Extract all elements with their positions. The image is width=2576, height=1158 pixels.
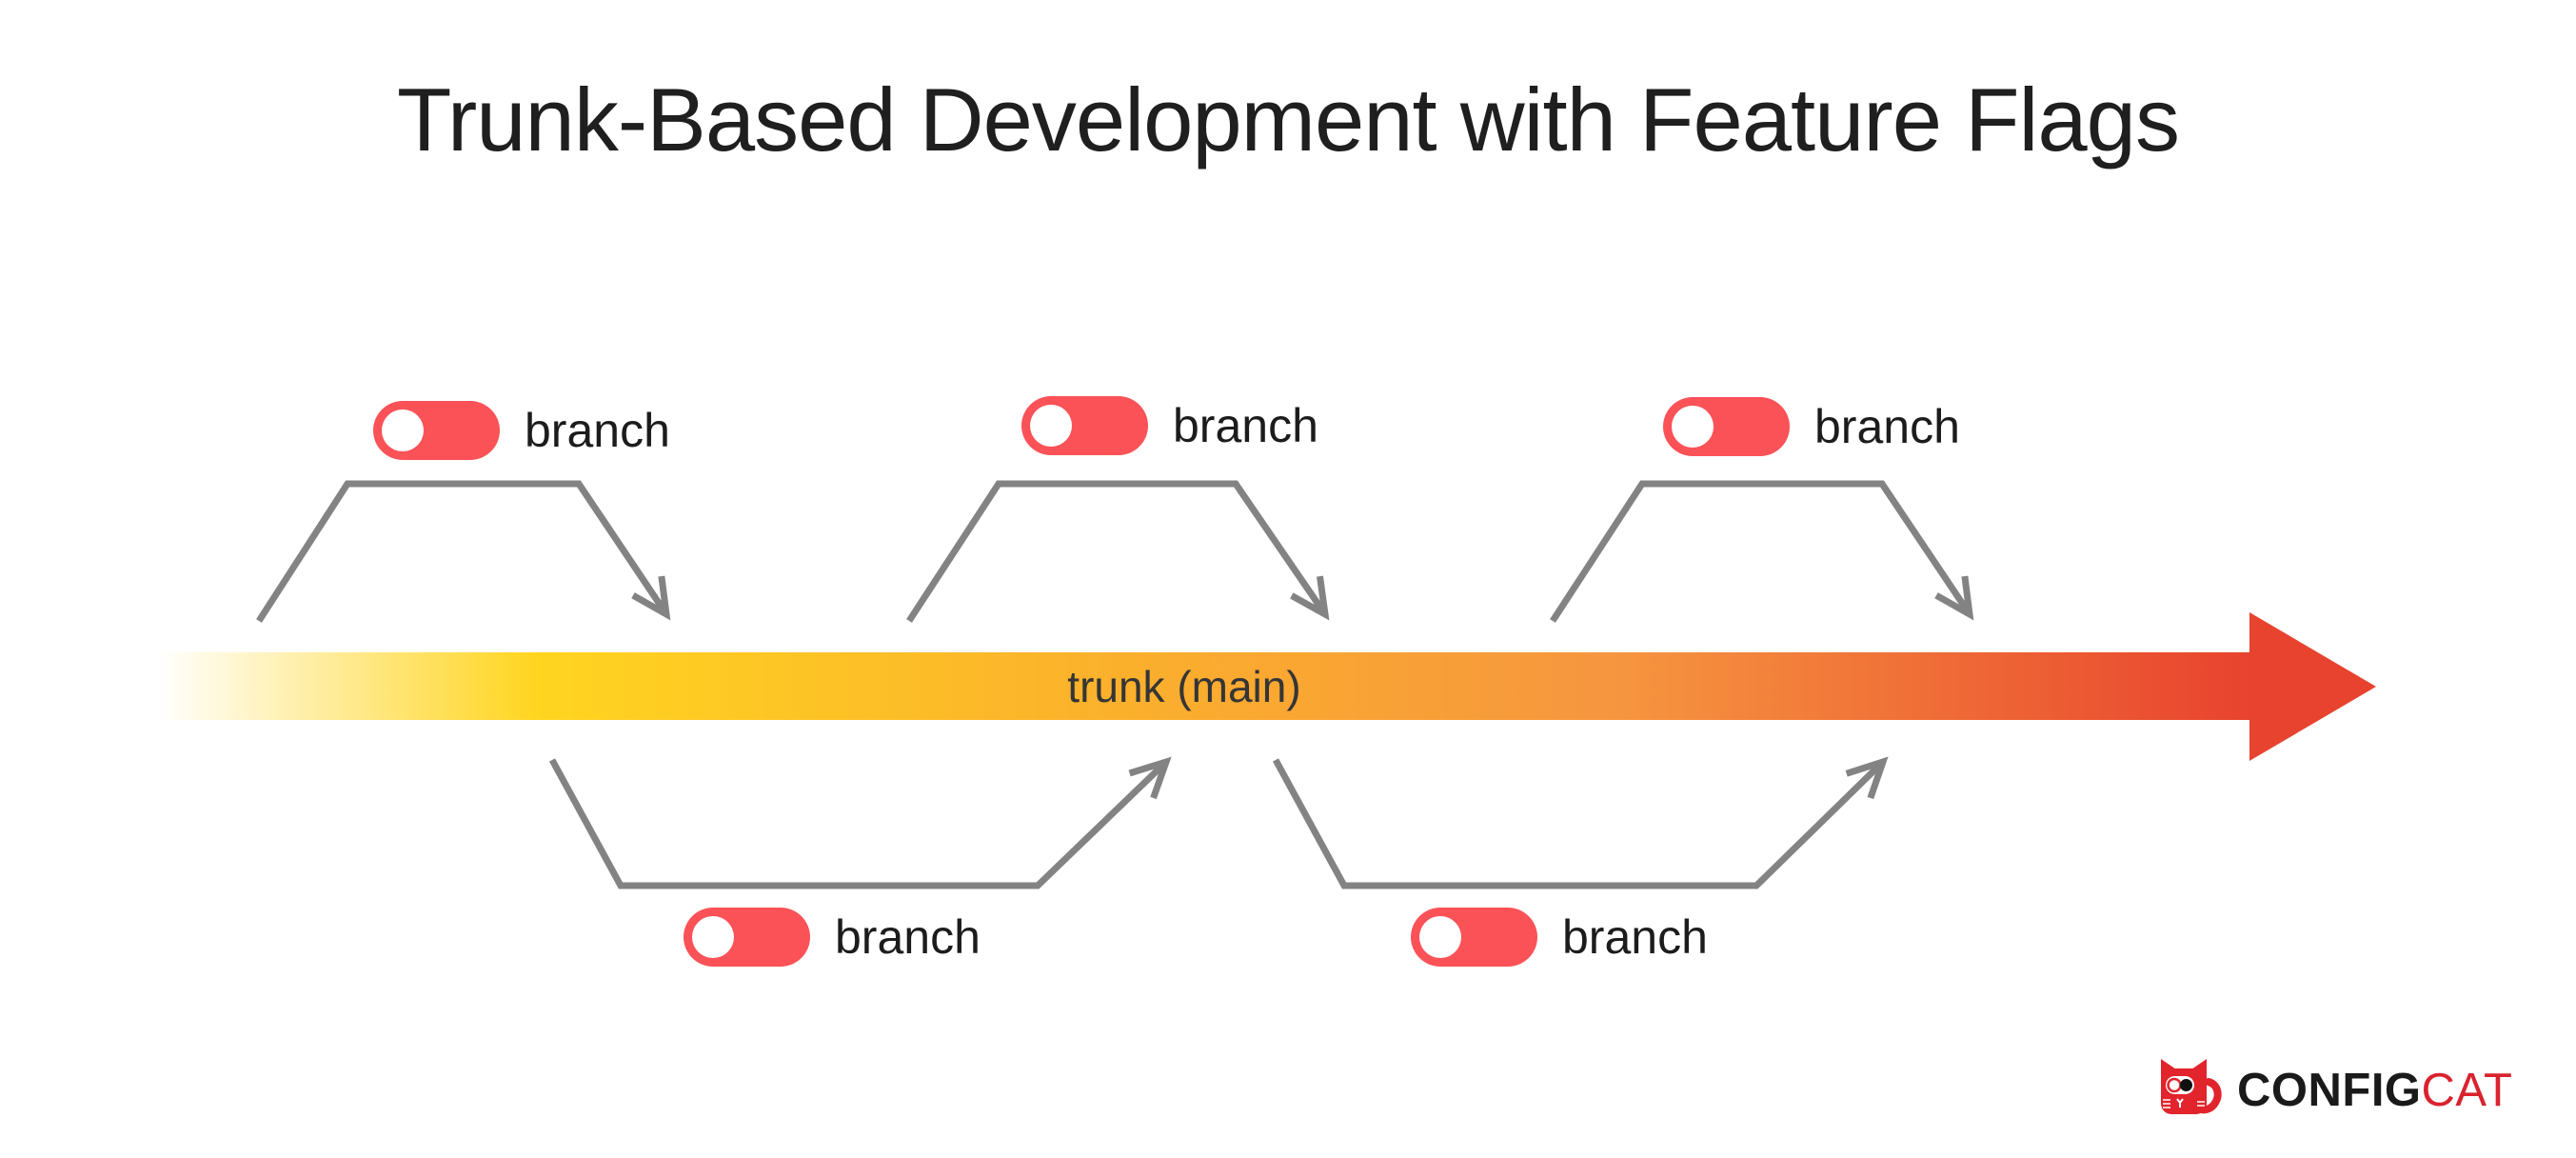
branch-label: branch	[1814, 400, 1960, 453]
trunk-line	[158, 652, 2250, 720]
feature-flag-top-3: branch	[1663, 397, 1960, 456]
toggle-switch-icon[interactable]	[684, 908, 810, 967]
toggle-switch-icon[interactable]	[1663, 397, 1790, 456]
toggle-knob	[692, 916, 734, 958]
branch-path-top-3	[1550, 480, 1974, 623]
branch-label: branch	[835, 910, 981, 964]
logo-text-config: CONFIG	[2237, 1065, 2422, 1116]
branch-label: branch	[525, 404, 670, 457]
configcat-logo[interactable]: CONFIGCAT	[2153, 1057, 2512, 1124]
toggle-switch-icon[interactable]	[373, 401, 500, 460]
branch-path-top-1	[256, 480, 671, 623]
feature-flag-top-1: branch	[373, 401, 670, 460]
feature-flag-bottom-1: branch	[684, 908, 981, 967]
toggle-knob	[1030, 405, 1072, 447]
toggle-switch-icon[interactable]	[1021, 396, 1148, 455]
page-title: Trunk-Based Development with Feature Fla…	[397, 70, 2180, 170]
logo-text-cat: CAT	[2421, 1065, 2513, 1116]
toggle-knob	[382, 409, 424, 451]
toggle-switch-icon[interactable]	[1411, 908, 1537, 967]
feature-flag-top-2: branch	[1021, 396, 1318, 455]
trunk-label: trunk (main)	[1067, 662, 1301, 711]
toggle-knob	[1672, 406, 1714, 448]
branch-path-top-2	[906, 480, 1330, 623]
trunk-arrowhead-icon	[2249, 612, 2376, 761]
configcat-cat-icon	[2161, 1059, 2222, 1114]
branch-path-bottom-2	[1272, 756, 1889, 889]
branch-path-bottom-1	[548, 756, 1172, 889]
feature-flag-bottom-2: branch	[1411, 908, 1708, 967]
branch-label: branch	[1562, 910, 1708, 964]
toggle-knob	[1419, 916, 1461, 958]
branch-label: branch	[1173, 399, 1318, 452]
